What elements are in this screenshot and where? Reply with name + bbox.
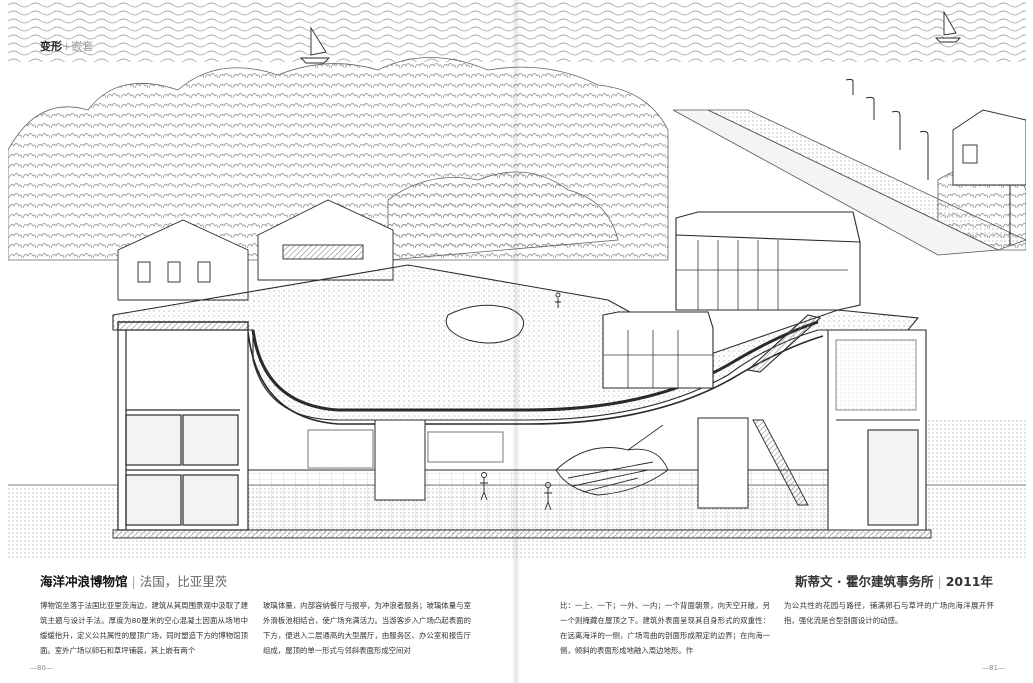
credit-separator: | [937,574,942,589]
tree-canopy [8,57,1026,261]
body-text-column-4: 为公共性的花园与路径，铺满卵石与草坪的广场向海洋展开怀抱，强化流是合型剖面设计的… [784,601,994,625]
glass-pavilion-small [602,311,714,389]
sailboat-icon [299,26,331,64]
section-perspective-svg [8,0,1026,560]
building-section-cut [117,321,249,531]
people-figures [480,292,561,511]
sailboat-icon [934,10,962,43]
project-year: 2011年 [945,574,993,589]
project-title: 海洋冲浪博物馆|法国，比亚里茨 [40,571,227,590]
architect-office: 斯蒂文 · 霍尔建筑事务所 [795,574,934,589]
section-label: 变形+嵌套 [40,38,93,54]
project-credit: 斯蒂文 · 霍尔建筑事务所|2011年 [795,571,993,590]
page-number-right: —81— [982,664,1005,672]
glass-pavilion-large [675,211,861,373]
road [672,109,1026,256]
project-title-row: 海洋冲浪博物馆|法国，比亚里茨 斯蒂文 · 霍尔建筑事务所|2011年 [40,571,993,591]
section-subtitle: +嵌套 [62,40,94,53]
villa-left [117,219,249,301]
body-text-column-1: 博物馆坐落于法国比亚里茨海边，建筑从其周围景观中汲取了建筑主题与设计手法。厚度为… [40,601,248,655]
building-east-wing [827,329,927,531]
foundation [112,529,932,539]
exhibition-hall [247,417,839,531]
architectural-section-drawing [8,0,1026,562]
sea-waves [8,0,1026,62]
villa-right [952,109,1026,186]
whale-skeleton-sculpture [555,424,669,496]
page-number-left: —80— [30,664,53,672]
title-separator: | [131,574,136,589]
body-text-column-3: 比：一上、一下；一外、一内；一个背面朝景，向天空开敞，另一个则掩藏在屋顶之下。建… [560,601,770,655]
body-text-column-2: 玻璃体量，内部容纳餐厅与报亭，为冲浪者服务；玻璃体量与室外滑板池相结合，使广场充… [263,601,471,655]
project-name: 海洋冲浪博物馆 [40,574,128,589]
villa-middle [257,199,394,281]
project-location: 法国，比亚里茨 [139,574,228,589]
section-title: 变形 [40,40,62,53]
skate-pool [445,304,525,344]
book-gutter [512,0,520,683]
stair-right [752,419,809,506]
